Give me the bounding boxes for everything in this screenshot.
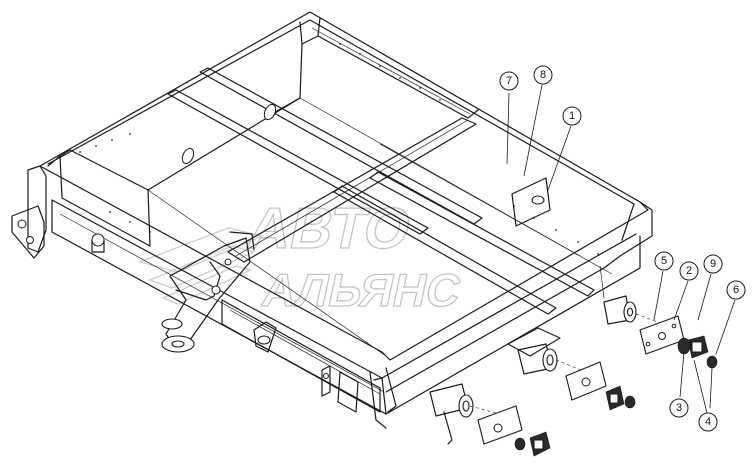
- axle-middle: [517, 343, 587, 375]
- callout-9-label: 9: [710, 258, 716, 270]
- callout-4: 4: [698, 412, 718, 432]
- frame-body: [11, 11, 653, 429]
- frame-left-wall: [47, 155, 151, 247]
- watermark-line2: АЛЬЯНС: [258, 264, 466, 315]
- flange-plate-2-b: [565, 361, 607, 401]
- callout-2: 2: [679, 261, 699, 281]
- callout-9: 9: [703, 254, 723, 274]
- bearing-housings: [514, 335, 718, 457]
- flange-plate-2-c: [477, 405, 523, 445]
- frame-rib-1: [167, 89, 429, 235]
- callout-leaders: [506, 84, 736, 414]
- callout-2-label: 2: [686, 265, 692, 277]
- callout-6: 6: [726, 280, 746, 300]
- callout-3: 3: [669, 398, 689, 418]
- flange-plate-2-a: [639, 315, 685, 355]
- callout-5: 5: [654, 251, 674, 271]
- axle-front: [429, 383, 501, 445]
- frame-crossbar: [227, 117, 477, 263]
- frame-back-wall: [299, 17, 321, 45]
- callout-8-label: 8: [540, 69, 546, 81]
- axle-rear: [603, 295, 669, 327]
- callout-8: 8: [533, 65, 553, 85]
- callout-4-label: 4: [705, 416, 711, 428]
- callout-6-label: 6: [733, 284, 739, 296]
- callout-5-label: 5: [661, 255, 667, 267]
- cover-plate: [511, 177, 551, 227]
- callout-3-label: 3: [676, 402, 682, 414]
- callout-1: 1: [562, 106, 582, 126]
- hitch-arm: [91, 231, 255, 353]
- frame-rib-2: [199, 67, 483, 225]
- callout-7-label: 7: [506, 75, 512, 87]
- frame-top-rim: [39, 11, 649, 361]
- callout-1-label: 1: [569, 110, 575, 122]
- chassis-beam: [221, 299, 561, 413]
- callout-7: 7: [499, 71, 519, 91]
- frame-right-wall: [385, 201, 653, 393]
